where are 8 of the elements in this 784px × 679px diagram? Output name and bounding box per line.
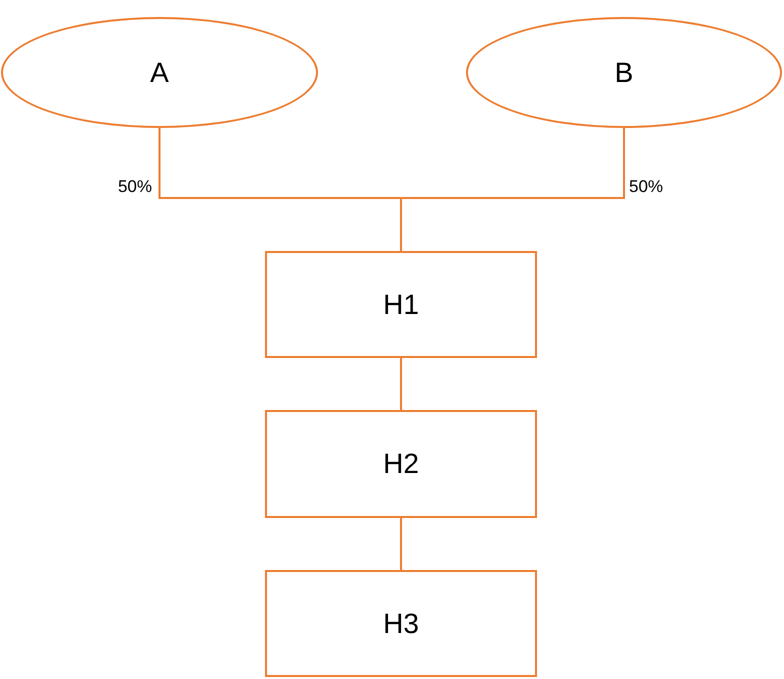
ellipse-node: A xyxy=(1,17,318,128)
ellipse-node: B xyxy=(466,17,782,128)
connector-line xyxy=(400,128,625,251)
process-box: H1 xyxy=(265,251,537,358)
connector-line xyxy=(400,358,402,410)
connector-line xyxy=(400,518,402,570)
process-box: H3 xyxy=(265,570,537,677)
process-box: H2 xyxy=(265,410,537,518)
